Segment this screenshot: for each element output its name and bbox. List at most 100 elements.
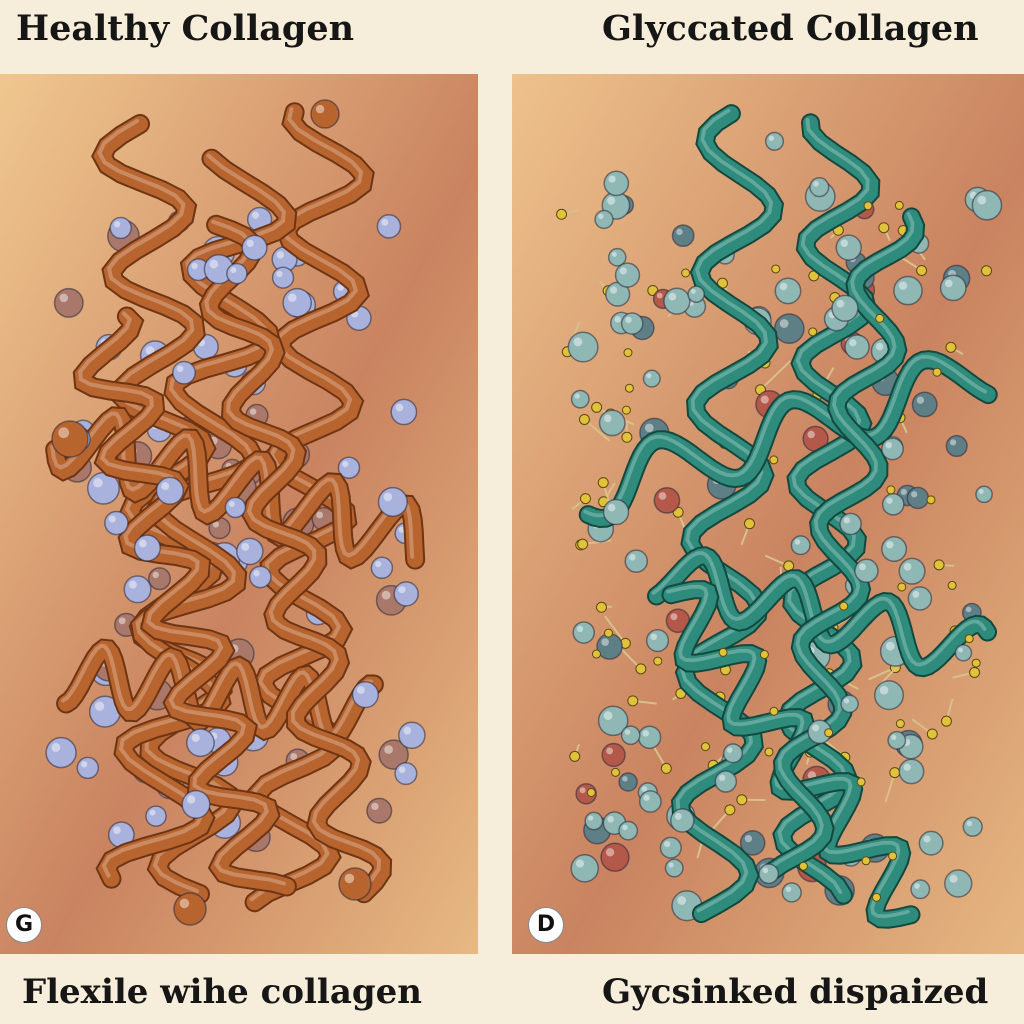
molecule-bead: [669, 808, 695, 833]
bead-highlight: [642, 730, 650, 737]
molecule-bead: [366, 797, 393, 824]
bead-highlight: [886, 497, 893, 504]
molecule-bead: [911, 391, 938, 418]
molecule-bead: [975, 485, 993, 504]
glucose-crosslink: [624, 383, 634, 393]
glucose-crosslink: [897, 582, 907, 592]
collagen-strand: [93, 116, 242, 902]
glucose-crosslink: [889, 767, 901, 779]
molecule-bead: [790, 535, 811, 556]
strand-highlight: [675, 108, 774, 913]
molecule-bead: [835, 234, 862, 261]
bead-highlight: [251, 211, 260, 219]
molecule-bead: [572, 621, 596, 644]
bead-highlight: [145, 346, 155, 355]
molecule-bead: [377, 486, 408, 518]
glucose-crosslink: [681, 268, 691, 278]
bead-highlight: [598, 213, 604, 220]
bead-highlight: [668, 292, 677, 301]
glucose-crosslink: [769, 455, 779, 465]
bead-highlight: [674, 812, 682, 820]
bead-highlight: [677, 896, 687, 905]
glucose-crosslink: [604, 628, 614, 638]
bead-highlight: [176, 365, 184, 373]
bead-highlight: [608, 175, 616, 183]
glucose-crosslink: [888, 851, 898, 861]
bead-highlight: [80, 761, 88, 768]
molecule-bead: [758, 863, 780, 885]
molecule-bead: [910, 879, 931, 900]
bead-highlight: [807, 430, 815, 439]
panel-badge-d: D: [528, 907, 564, 943]
molecule-bead: [45, 736, 77, 769]
healthy-caption: Flexile wihe collagen: [22, 972, 422, 1012]
bead-highlight: [606, 747, 614, 755]
glucose-crosslink: [932, 367, 942, 377]
bead-highlight: [337, 284, 345, 291]
molecule-bead: [271, 266, 295, 289]
molecule-bead: [147, 567, 172, 591]
bead-highlight: [885, 441, 892, 449]
molecule-bead: [145, 805, 167, 827]
bead-highlight: [885, 641, 895, 651]
molecule-bead: [186, 728, 215, 758]
bead-highlight: [656, 292, 663, 299]
bead-highlight: [588, 815, 594, 821]
bead-highlight: [966, 820, 973, 827]
glycated-bead-cluster-front: [570, 131, 993, 903]
molecule-bead: [104, 510, 129, 536]
bead-highlight: [152, 571, 159, 579]
molecule-bead: [714, 770, 738, 793]
molecule-bead: [370, 556, 394, 580]
glucose-crosslink: [591, 649, 601, 659]
strand-highlight: [61, 643, 373, 739]
bead-highlight: [212, 521, 220, 528]
glucose-crosslink: [580, 493, 592, 505]
glucose-crosslink: [621, 431, 633, 443]
molecule-bead: [155, 476, 184, 505]
bead-highlight: [601, 638, 609, 646]
bead-highlight: [576, 625, 584, 633]
bead-highlight: [95, 701, 105, 711]
glucose-crosslink: [595, 601, 607, 613]
bead-highlight: [187, 795, 196, 804]
bead-highlight: [614, 316, 621, 323]
molecule-bead: [248, 565, 272, 589]
molecule-bead: [653, 486, 681, 514]
molecule-bead: [181, 789, 211, 819]
bead-highlight: [843, 517, 851, 524]
molecule-bead: [567, 331, 599, 363]
bead-highlight: [886, 541, 894, 549]
glucose-crosslink: [591, 401, 603, 413]
molecule-bead: [594, 209, 614, 230]
molecule-bead: [898, 557, 926, 585]
bead-highlight: [844, 698, 850, 704]
molecule-bead: [378, 739, 409, 770]
collagen-strand: [58, 640, 382, 748]
bead-highlight: [650, 633, 658, 641]
bead-highlight: [744, 835, 753, 843]
bead-highlight: [603, 711, 613, 721]
bead-highlight: [575, 859, 585, 868]
molecule-bead: [645, 628, 670, 653]
glucose-crosslink: [653, 656, 663, 666]
bead-highlight: [643, 794, 650, 801]
molecule-bead: [659, 836, 682, 859]
molecule-bead: [781, 882, 802, 903]
bead-highlight: [949, 874, 958, 883]
molecule-bead: [944, 869, 973, 898]
bead-highlight: [646, 373, 652, 379]
molecule-bead: [881, 493, 905, 516]
glucose-crosslink: [724, 804, 736, 816]
molecule-bead: [620, 312, 644, 335]
collagen-strand: [74, 308, 295, 895]
glucose-crosslink: [759, 649, 769, 659]
bead-highlight: [383, 492, 393, 502]
molecule-bead: [607, 247, 627, 267]
bead-highlight: [641, 786, 648, 792]
glucose-crosslink: [621, 405, 631, 415]
bead-highlight: [108, 515, 116, 523]
bead-highlight: [977, 195, 987, 205]
strand-highlight: [777, 117, 870, 895]
molecule-bead: [638, 790, 662, 813]
